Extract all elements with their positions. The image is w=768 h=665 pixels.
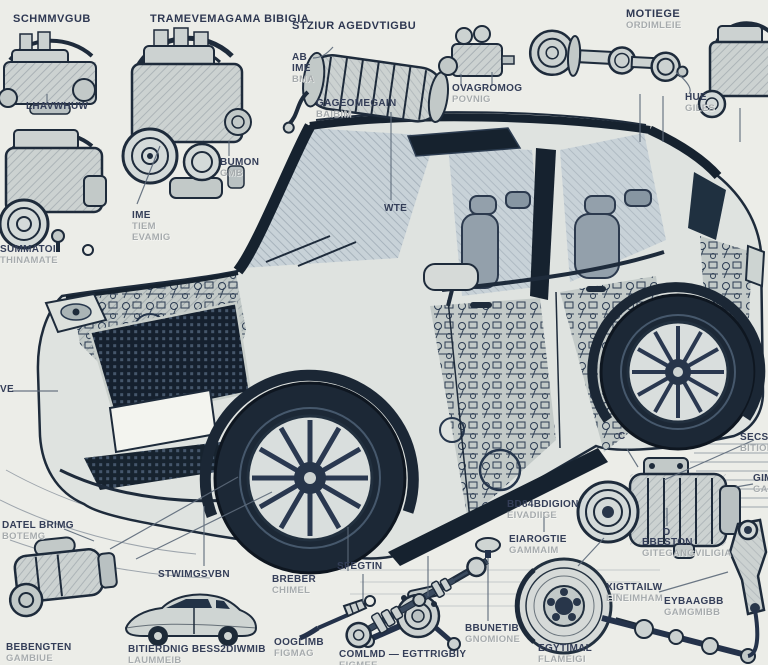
engine-top-left-illustration [0,31,97,115]
taillight [744,244,766,288]
sensor-probe-illustration [299,595,376,641]
cv-axle-illustration [345,556,490,649]
transmission-block-illustration [121,27,252,199]
suv-cutaway-illustration [36,111,766,575]
rocker-sill [388,448,608,566]
engine-top-mid-illustration [438,25,515,77]
knuckle-illustration [728,518,768,616]
headlight [44,292,108,334]
tie-rod-illustration [601,609,760,664]
side-mirror [423,263,479,307]
leader-lines [12,46,755,621]
ribbed-cylinder-illustration [282,51,450,134]
engine-top-right-illustration [697,21,768,119]
pillars-roof [233,111,722,521]
front-wheel [199,369,419,575]
rear-wheel [587,282,766,451]
sunroof [406,127,522,157]
engine-left-illustration [0,129,107,256]
driveshaft-illustration [528,29,689,82]
compressor-illustration [576,457,741,559]
windshield [242,128,436,268]
valve-cap-illustration [475,537,501,558]
starter-motor-illustration [8,536,118,618]
brake-disc-illustration [514,557,613,655]
small-car-illustration [124,593,258,646]
